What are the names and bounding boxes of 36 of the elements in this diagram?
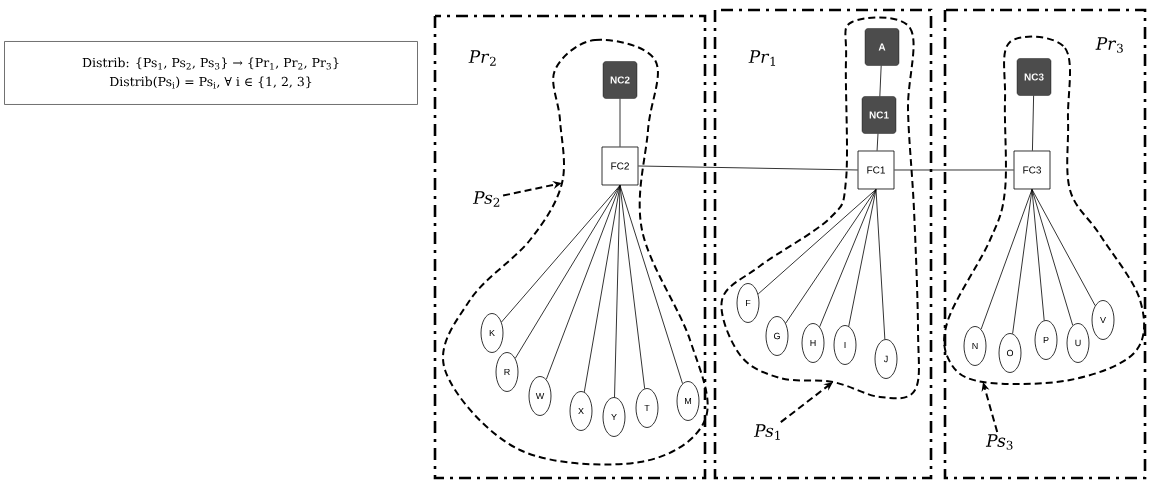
- connector-line: [619, 98, 621, 147]
- node-box: NC2: [602, 61, 638, 99]
- connector-line: [848, 189, 877, 327]
- dashed-outline: [943, 35, 1146, 386]
- connector-line: [1031, 189, 1096, 306]
- node-box: NC1: [861, 96, 897, 134]
- connector-line: [1031, 189, 1074, 326]
- connector-line: [545, 185, 621, 380]
- set-label: Ps$_{1}$: [753, 424, 780, 440]
- connector-line: [785, 189, 877, 324]
- node-box: A: [864, 28, 900, 66]
- connector-line: [1032, 95, 1034, 151]
- connector-line: [614, 185, 621, 398]
- connector-line: [1031, 189, 1045, 321]
- connector-line: [514, 185, 621, 359]
- set-label: Ps$_{3}$: [985, 434, 1013, 450]
- node-box: NC3: [1016, 58, 1052, 96]
- connector-line: [980, 189, 1033, 330]
- formula-box: Distrib: {Ps$_{1}$, Ps$_{2}$, Ps$_{3}$} → {Pr$_{1}$, Pr$_{2}$, Pr$_{3}$} Distrib(Ps$_{i}$) = Ps$_{i}$, ∀ i ∈ {1, 2, 3}: [4, 41, 418, 105]
- square-box: FC2: [601, 146, 639, 186]
- dashed-arrow: [779, 382, 833, 424]
- connector-line: [879, 65, 882, 97]
- connector-line: [819, 189, 877, 328]
- connector-line: [876, 133, 879, 151]
- connector-line: [501, 185, 621, 323]
- connector-line: [894, 169, 1014, 171]
- connector-line: [757, 189, 877, 295]
- square-box: FC3: [1013, 150, 1051, 190]
- connector-line: [638, 165, 858, 171]
- set-label: Ps$_{2}$: [472, 191, 500, 207]
- connector-line: [1012, 189, 1033, 335]
- connector-line: [619, 185, 683, 384]
- square-box: FC1: [857, 150, 895, 190]
- dashed-outline: [720, 16, 920, 400]
- connector-line: [619, 185, 646, 389]
- connector-line: [875, 189, 886, 340]
